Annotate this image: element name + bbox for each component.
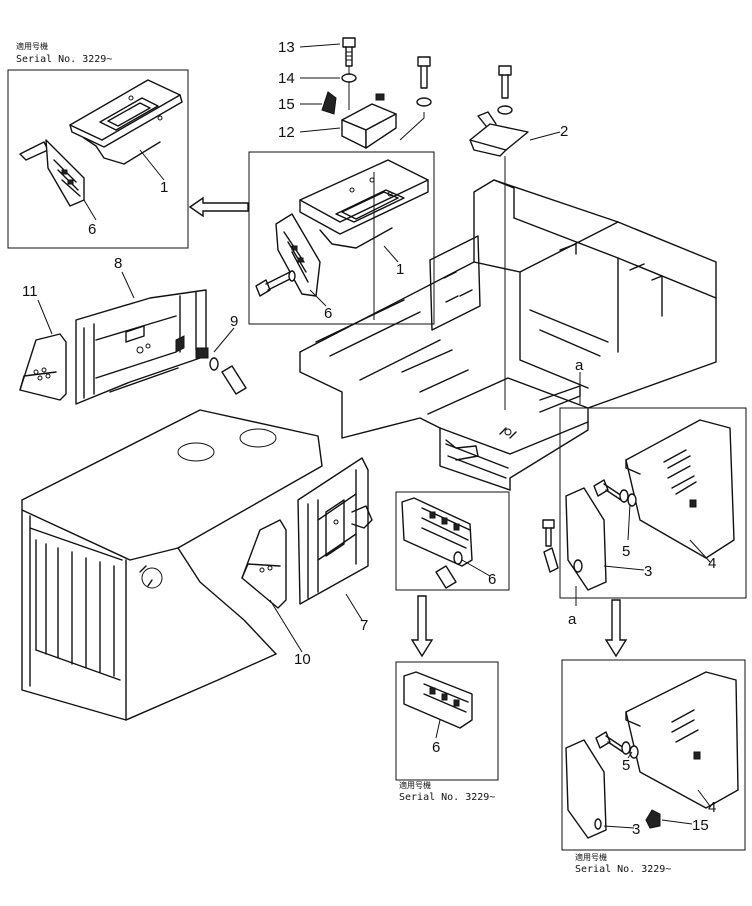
detail-part6-bracket — [19, 139, 85, 207]
detail-box-bottom-right — [561, 659, 746, 851]
bracket-2 — [469, 111, 529, 157]
callout-4-box: 4 — [708, 555, 716, 572]
cover-4 — [625, 419, 735, 559]
leader-center-1 — [348, 66, 425, 141]
callout-1-cab: 1 — [396, 261, 404, 278]
bolt-right-box — [542, 519, 577, 606]
callout-8: 8 — [114, 255, 122, 272]
serial-note-jp-top-left: 適用号機 — [16, 41, 48, 51]
callout-6-panel: 6 — [488, 571, 496, 588]
bolt-right-top — [416, 56, 432, 107]
callout-6-cab: 6 — [324, 305, 332, 322]
side-door-7 — [297, 457, 373, 605]
callout-15-bottom: 15 — [692, 817, 709, 834]
callout-13: 13 — [278, 39, 295, 56]
cap-15-bottom — [645, 809, 661, 829]
serial-note-top-left: Serial No. 3229~ — [16, 54, 112, 65]
bracket-3 — [543, 487, 607, 591]
detail-box-bottom-center — [395, 661, 499, 781]
serial-note-bottom-right: Serial No. 3229~ — [575, 864, 671, 875]
callout-14: 14 — [278, 70, 295, 87]
bolt-5-bottom — [595, 731, 639, 759]
down-arrow-right — [604, 599, 628, 658]
detail-box-center-panel — [395, 491, 510, 591]
panel-6 — [401, 497, 473, 589]
cab-bolt-side — [255, 270, 296, 297]
serial-note-bottom-center: Serial No. 3229~ — [399, 792, 495, 803]
serial-note-jp-bottom-right: 適用号機 — [575, 852, 607, 862]
detail-box-right-cover — [559, 407, 747, 599]
detail-box-center-cab — [248, 151, 435, 325]
bracket-11 — [19, 333, 67, 401]
callout-a-frame: a — [575, 357, 584, 374]
engine-hood — [21, 409, 323, 721]
callout-5-bottom: 5 — [622, 757, 630, 774]
callout-3-bottom: 3 — [632, 821, 640, 838]
box-12 — [341, 93, 397, 149]
callout-1-detail: 1 — [160, 179, 168, 196]
callout-4-bottom: 4 — [708, 799, 716, 816]
bracket-3-bottom — [565, 739, 607, 839]
serial-note-jp-bottom-center: 適用号機 — [399, 780, 431, 790]
callout-5-box: 5 — [622, 543, 630, 560]
bolt-13 — [342, 37, 356, 67]
down-arrow-center — [410, 595, 434, 658]
callout-6-detail: 6 — [88, 221, 96, 238]
callout-12: 12 — [278, 124, 295, 141]
detail-part1-plate — [69, 79, 183, 165]
cab-bracket-part6 — [275, 213, 321, 297]
callout-a-bracket: a — [568, 611, 577, 628]
fastener-9 — [195, 347, 247, 395]
callout-15-top: 15 — [278, 96, 295, 113]
callout-2: 2 — [560, 123, 568, 140]
bolt-5 — [593, 479, 637, 507]
washer-14 — [341, 73, 357, 83]
callout-9: 9 — [230, 313, 238, 330]
callout-11: 11 — [22, 283, 38, 300]
callout-3-box: 3 — [644, 563, 652, 580]
callout-7: 7 — [360, 617, 368, 634]
bolt-2-top — [497, 65, 513, 115]
bracket-10 — [241, 519, 287, 609]
panel-6-bottom — [403, 671, 473, 729]
cover-4-bottom — [625, 671, 739, 809]
callout-10: 10 — [294, 651, 311, 668]
left-arrow — [188, 196, 249, 218]
cab-plate-part1 — [299, 159, 429, 249]
callout-6-bottom: 6 — [432, 739, 440, 756]
side-cover-8 — [75, 289, 207, 405]
main-frame — [299, 179, 717, 491]
detail-box-top-left — [7, 69, 189, 249]
cap-15 — [321, 91, 337, 115]
leader-lines — [37, 43, 711, 829]
